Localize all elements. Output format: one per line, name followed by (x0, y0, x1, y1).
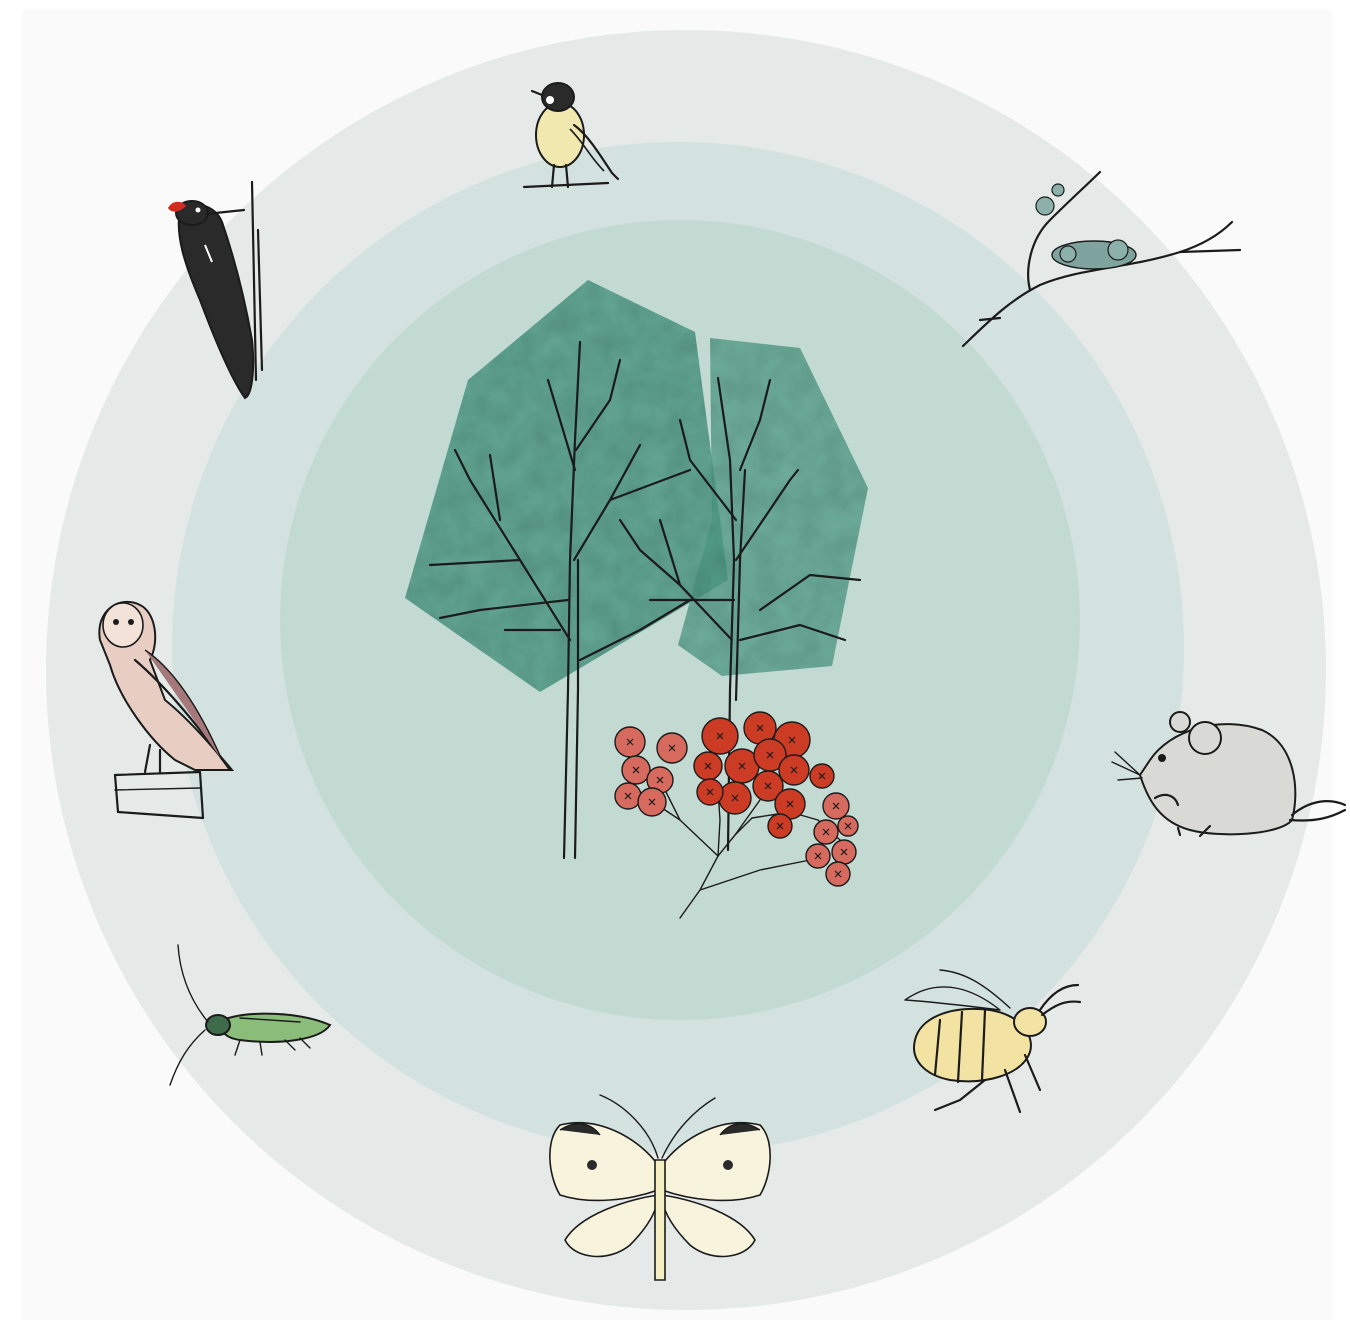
diagram-canvas (0, 0, 1350, 1334)
ecosystem-diagram (0, 0, 1350, 1334)
